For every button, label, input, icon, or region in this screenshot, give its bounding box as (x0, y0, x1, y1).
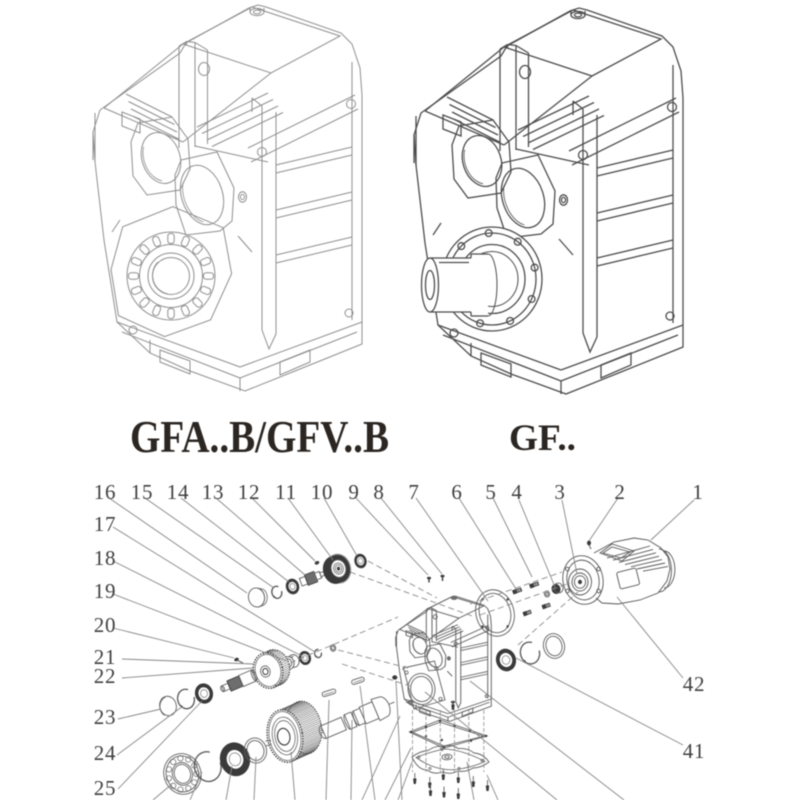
svg-text:7: 7 (408, 480, 419, 504)
svg-text:1: 1 (692, 480, 703, 504)
svg-text:23: 23 (94, 705, 117, 729)
svg-text:16: 16 (94, 480, 117, 504)
svg-text:8: 8 (373, 480, 384, 504)
svg-text:11: 11 (275, 480, 297, 504)
svg-text:19: 19 (94, 579, 117, 603)
svg-text:25: 25 (94, 776, 117, 800)
svg-text:21: 21 (94, 645, 117, 669)
svg-text:20: 20 (94, 613, 117, 637)
svg-text:18: 18 (94, 546, 117, 570)
svg-text:3: 3 (554, 480, 565, 504)
svg-text:4: 4 (511, 480, 522, 504)
svg-text:9: 9 (348, 480, 359, 504)
svg-text:15: 15 (131, 480, 154, 504)
svg-text:5: 5 (485, 480, 496, 504)
svg-text:2: 2 (614, 480, 625, 504)
svg-text:GFA..B/GFV..B: GFA..B/GFV..B (130, 412, 389, 462)
svg-text:13: 13 (202, 480, 225, 504)
svg-text:6: 6 (451, 480, 462, 504)
svg-text:41: 41 (683, 739, 706, 763)
svg-text:24: 24 (94, 741, 117, 765)
svg-text:10: 10 (311, 480, 334, 504)
svg-text:17: 17 (94, 512, 117, 536)
svg-text:42: 42 (683, 672, 706, 696)
svg-text:14: 14 (167, 480, 190, 504)
svg-text:12: 12 (238, 480, 261, 504)
svg-text:22: 22 (94, 664, 117, 688)
svg-text:GF..: GF.. (509, 418, 576, 459)
